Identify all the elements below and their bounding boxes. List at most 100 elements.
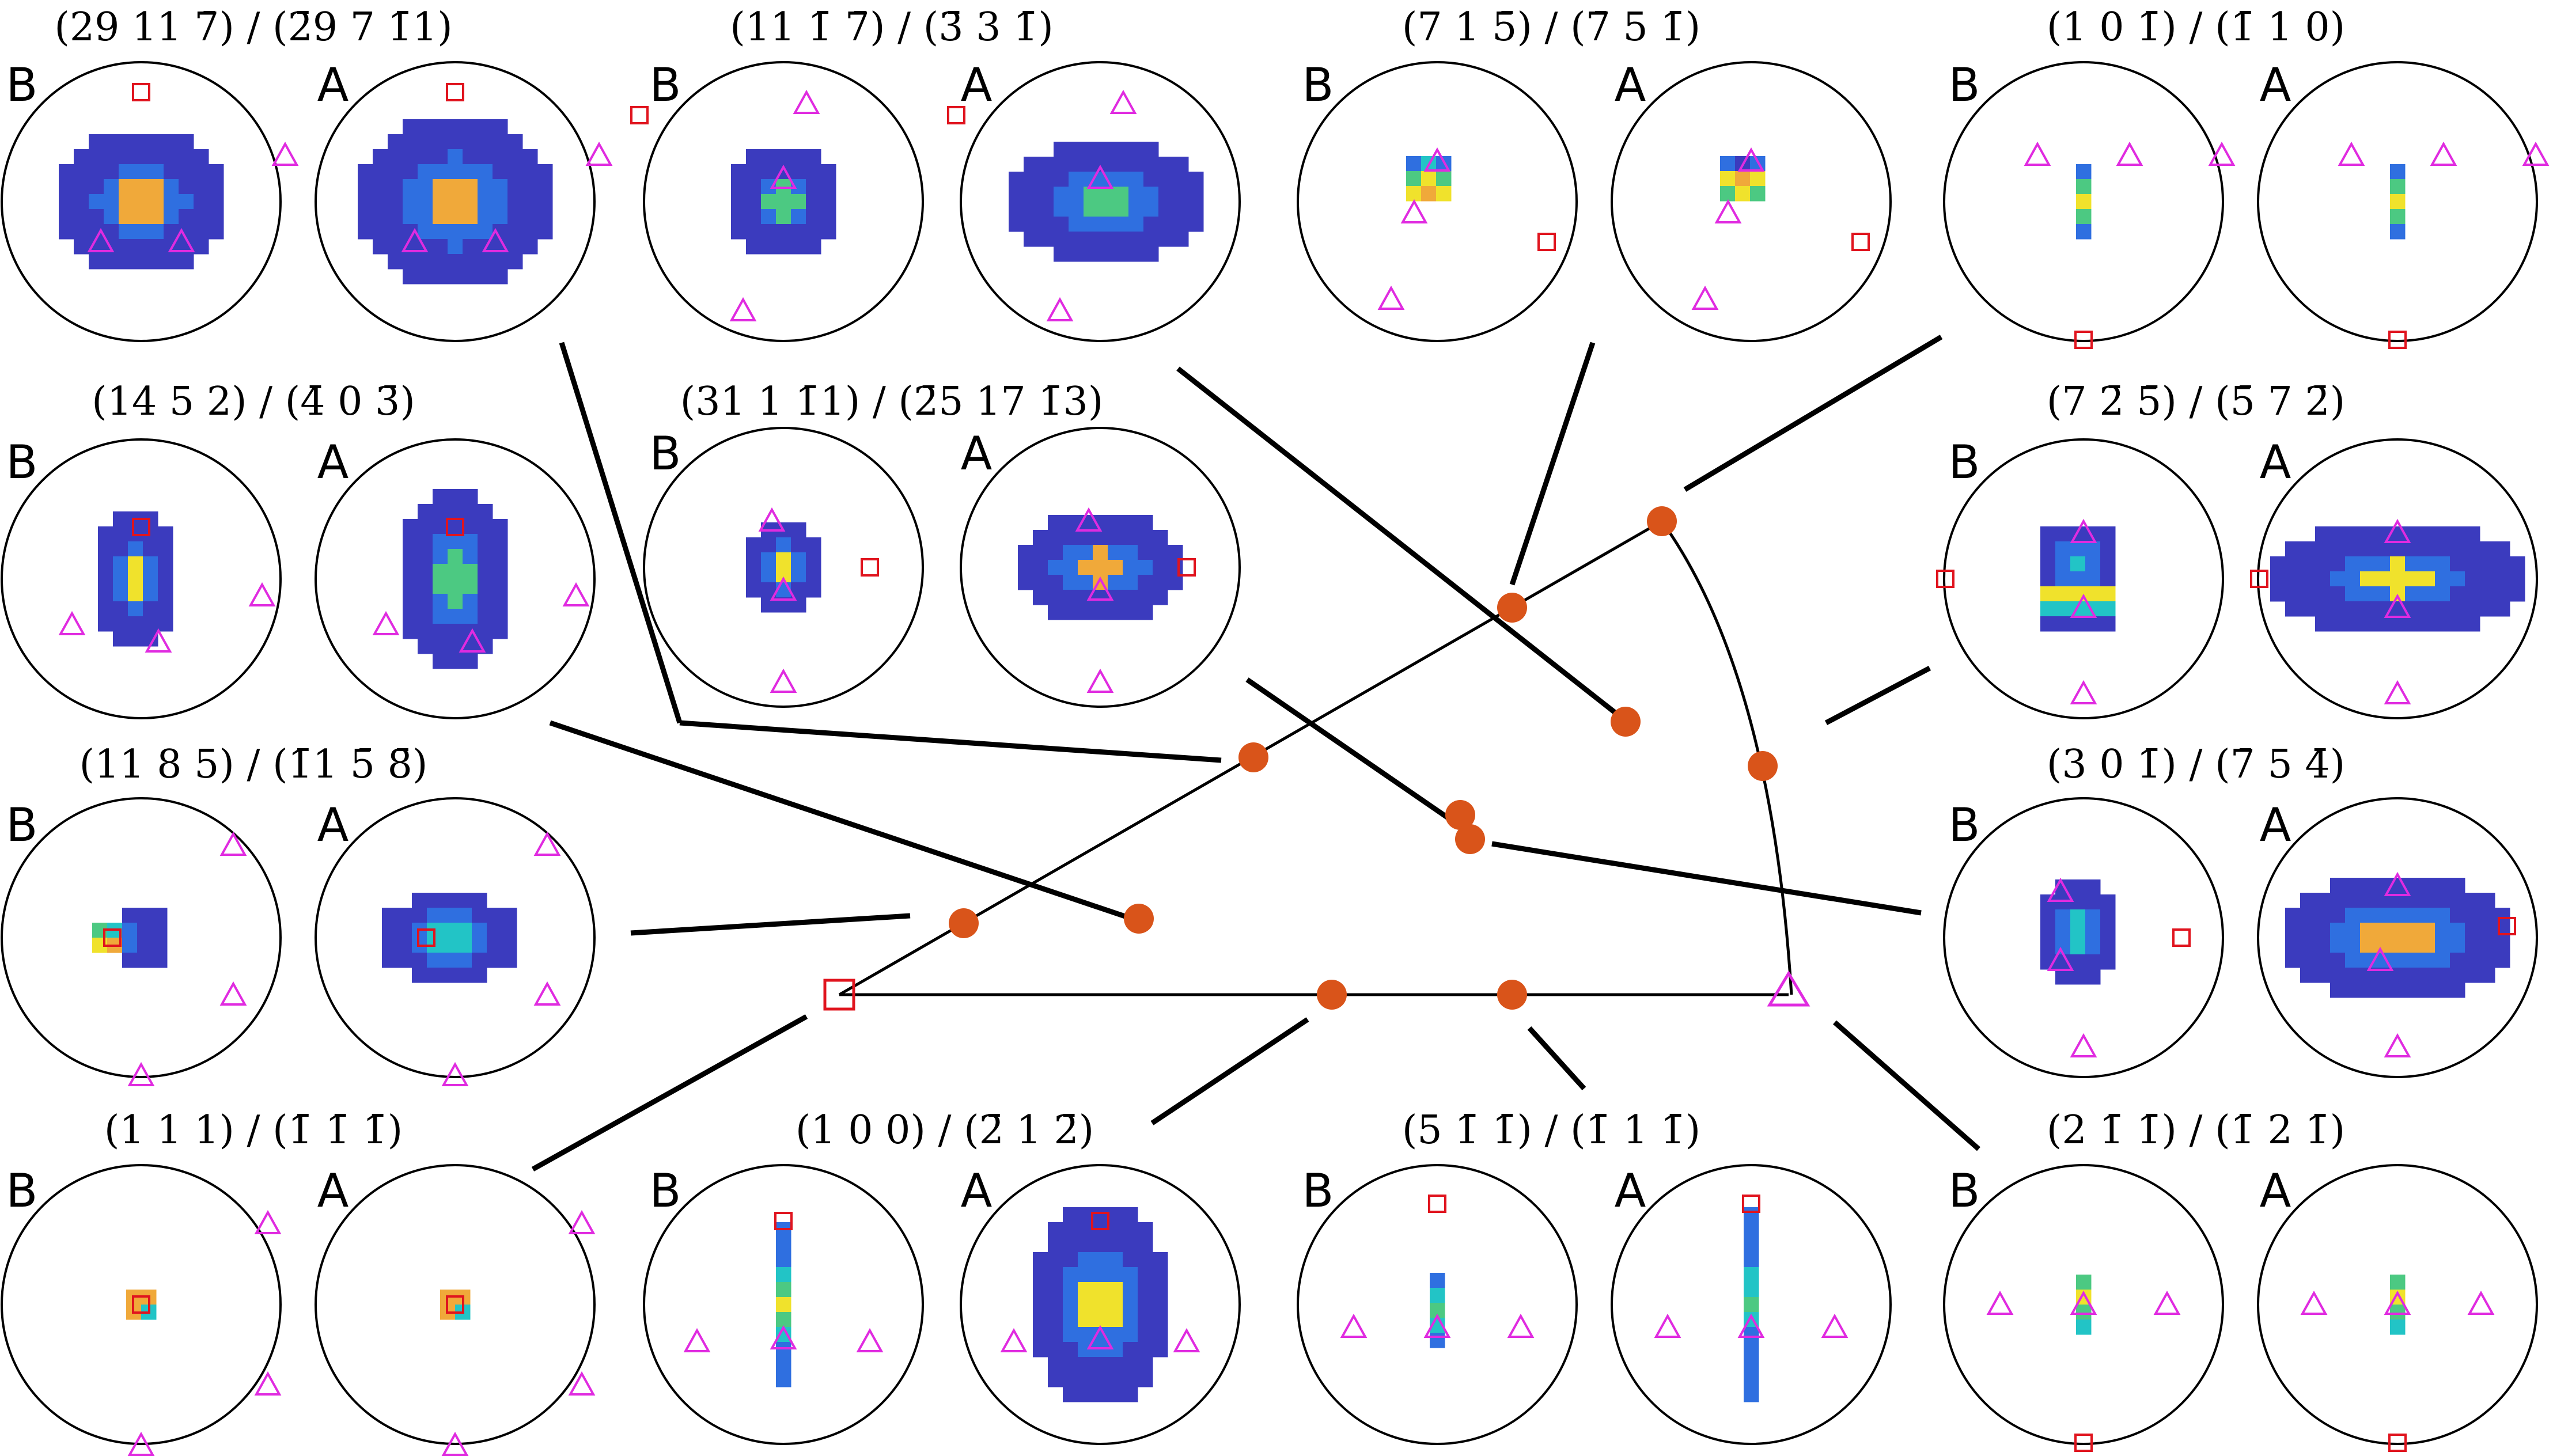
heatmap-pixel (403, 134, 418, 150)
pole-figure-circle (960, 61, 1241, 342)
heatmap-pixel (164, 224, 179, 240)
triangle-icon (2430, 141, 2457, 166)
connector-line (531, 1014, 808, 1171)
heatmap-pixel (487, 953, 502, 968)
heatmap-pixel (2040, 894, 2056, 910)
heatmap-pixel (442, 923, 457, 938)
heatmap-pixel (2465, 968, 2480, 983)
heatmap-pixel (403, 254, 418, 270)
triangle-icon (168, 227, 195, 252)
heatmap-pixel (2070, 556, 2086, 572)
heatmap-pixel (472, 953, 487, 968)
heatmap-pixel (1153, 530, 1168, 545)
heatmap-pixel (776, 209, 791, 225)
heatmap-pixel (2070, 924, 2086, 940)
heatmap-pixel (791, 552, 806, 568)
heatmap-pixel (388, 179, 403, 195)
heatmap-pixel (388, 149, 403, 165)
pole-figure-a (315, 61, 613, 342)
dot-icon (1611, 707, 1641, 737)
square-icon (417, 928, 435, 947)
heatmap-pixel (1054, 172, 1069, 187)
heatmap-pixel (134, 164, 149, 180)
heatmap-pixel (493, 609, 508, 624)
square-icon (103, 928, 122, 947)
heatmap-pixel (427, 908, 442, 923)
heatmap-pixel (74, 179, 89, 195)
heatmap-pixel (2495, 938, 2510, 953)
heatmap-pixel (1128, 217, 1144, 232)
sample-label-b: B (650, 427, 681, 480)
sample-label-b: B (650, 58, 681, 112)
heatmap-pixel (1113, 172, 1129, 187)
heatmap-pixel (1018, 560, 1033, 575)
heatmap-pixel (2055, 969, 2071, 985)
pole-figure-circle (2257, 797, 2538, 1078)
triangle-icon (401, 227, 429, 252)
heatmap-pixel (98, 616, 113, 632)
pole-figure-circle (1, 438, 282, 719)
heatmap-pixel (397, 908, 412, 923)
pole-figure-a (1611, 61, 1892, 342)
heatmap-pixel (2420, 908, 2435, 923)
heatmap-pixel (2040, 909, 2056, 925)
heatmap-pixel (1123, 1282, 1138, 1298)
heatmap-pixel (1069, 217, 1084, 232)
heatmap-pixel (776, 1252, 791, 1268)
heatmap-pixel (1123, 545, 1138, 560)
heatmap-pixel (179, 134, 194, 150)
dot-icon (1647, 506, 1677, 536)
heatmap-pixel (1054, 232, 1069, 247)
heatmap-pixel (433, 254, 448, 270)
sample-label-a: A (2260, 435, 2291, 489)
pole-figure-circle (315, 1164, 596, 1445)
heatmap-pixel (442, 938, 457, 953)
pole-figure-b (1943, 797, 2224, 1078)
heatmap-pixel (2270, 556, 2286, 572)
heatmap-pixel (59, 164, 74, 180)
heatmap-pixel (507, 134, 523, 150)
heatmap-pixel (128, 631, 143, 647)
heatmap-pixel (1048, 1297, 1063, 1313)
heatmap-pixel (2076, 1305, 2092, 1320)
heatmap-pixel (537, 164, 553, 180)
heatmap-pixel (2360, 983, 2376, 998)
heatmap-pixel (397, 923, 412, 938)
heatmap-pixel (2085, 894, 2101, 910)
heatmap-pixel (1744, 1297, 1759, 1313)
heatmap-pixel (418, 179, 433, 195)
pole-figure-b (1943, 1164, 2224, 1452)
triangle-icon (2384, 871, 2411, 896)
heatmap-pixel (382, 953, 397, 968)
heatmap-pixel (1033, 1312, 1048, 1328)
triangle-icon (770, 668, 797, 693)
heatmap-pixel (2435, 923, 2450, 938)
heatmap-pixel (2040, 571, 2056, 587)
pole-figure-b (630, 61, 924, 342)
heatmap-pixel (522, 164, 538, 180)
heatmap-pixel (1108, 1252, 1123, 1268)
heatmap-pixel (1123, 1357, 1138, 1372)
heatmap-pixel (1063, 560, 1078, 575)
heatmap-pixel (776, 1357, 791, 1372)
heatmap-pixel (2330, 556, 2346, 572)
triangle-icon (758, 507, 786, 532)
sample-label-b: B (1949, 58, 1980, 112)
heatmap-pixel (152, 908, 168, 923)
heatmap-pixel (2435, 541, 2450, 557)
heatmap-pixel (1123, 1207, 1138, 1223)
heatmap-pixel (412, 968, 427, 983)
heatmap-pixel (119, 239, 134, 255)
heatmap-pixel (791, 239, 806, 255)
heatmap-pixel (746, 552, 762, 568)
heatmap-pixel (113, 616, 128, 632)
heatmap-pixel (2070, 616, 2086, 632)
sample-label-b: B (6, 798, 38, 852)
heatmap-pixel (2510, 571, 2525, 587)
heatmap-pixel (388, 164, 403, 180)
heatmap-pixel (1099, 202, 1114, 217)
heatmap-pixel (1113, 202, 1129, 217)
pole-figure-b (1943, 61, 2236, 349)
heatmap-pixel (502, 938, 517, 953)
